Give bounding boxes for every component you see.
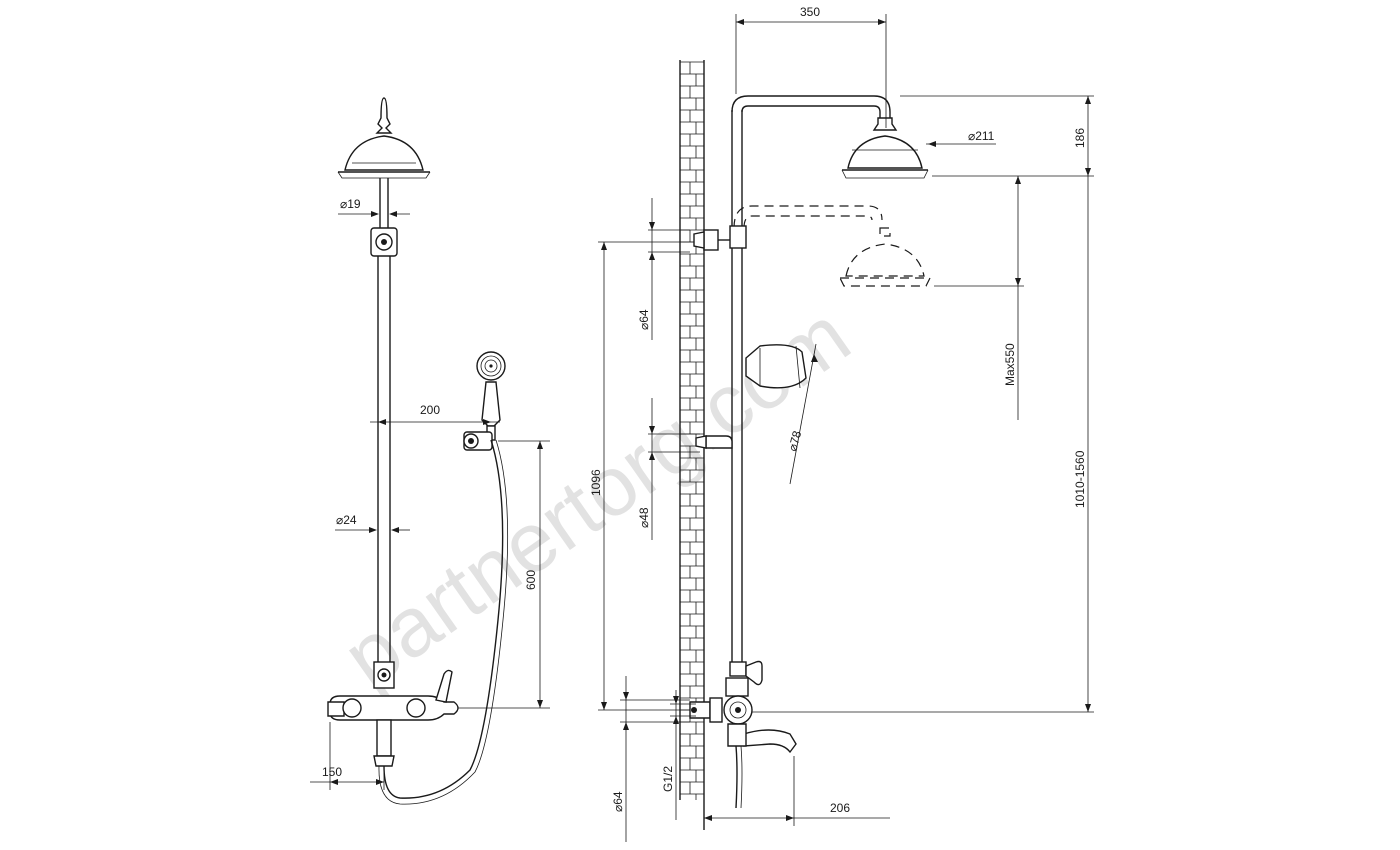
lowered-showerhead-position	[733, 205, 931, 287]
dim-outlet-height: 1096	[589, 469, 603, 496]
middle-shower-holder	[705, 435, 733, 449]
dim-max-slide: Max550	[1003, 343, 1017, 386]
side-hand-shower	[745, 344, 807, 389]
front-mixer-body	[329, 695, 459, 721]
showerhead-finial	[375, 97, 393, 134]
front-showerhead	[344, 135, 424, 171]
dim-flange-upper: ⌀64	[637, 309, 651, 330]
front-shower-hose	[383, 439, 504, 799]
dim-top-reach: 350	[800, 5, 820, 19]
dim-handle-diameter: ⌀78	[785, 429, 804, 453]
front-view: ⌀19 200 ⌀24 600 150	[310, 97, 550, 805]
dim-pipe-diameter: ⌀24	[336, 513, 357, 527]
front-mixer-lever	[435, 669, 453, 703]
dim-holder-offset: 200	[420, 403, 440, 417]
dim-hose-height: 600	[524, 570, 538, 590]
dim-mixer-offset: 150	[322, 765, 342, 779]
dim-flange-lower: ⌀64	[611, 791, 625, 812]
dim-total-height: 1010-1560	[1073, 450, 1087, 508]
upper-wall-bracket	[703, 229, 719, 251]
side-view: 350 ⌀211 186 Max550 1010-1560 ⌀64	[589, 5, 1094, 842]
front-hand-shower	[476, 351, 506, 441]
side-showerhead	[847, 135, 923, 169]
side-diverter-knob	[745, 660, 763, 686]
dim-head-diameter: ⌀211	[968, 129, 995, 143]
dim-head-drop: 186	[1073, 128, 1087, 148]
dim-rod-diameter: ⌀19	[340, 197, 361, 211]
dim-spout-reach: 206	[830, 801, 850, 815]
dim-holder-flange: ⌀48	[637, 507, 651, 528]
dim-thread: G1/2	[661, 766, 675, 792]
side-bath-spout	[743, 729, 797, 754]
